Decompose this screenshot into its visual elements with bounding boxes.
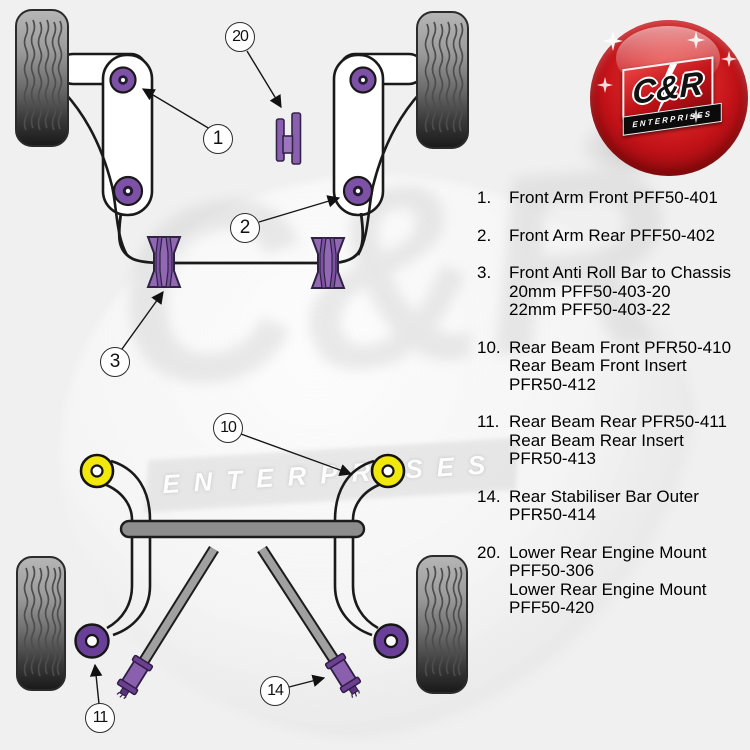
front-arm-front-bush-left <box>109 66 137 94</box>
part-description: Front Arm Front PFF50-401 <box>509 188 718 207</box>
part-description: PFF50-420 <box>509 598 595 617</box>
part-description: PFR50-412 <box>509 374 596 394</box>
front-arm-rear-bush-right <box>342 175 374 207</box>
callout-14: 14 <box>260 676 290 706</box>
part-description: Lower Rear Engine Mount <box>509 542 707 562</box>
part-description: PFR50-413 <box>509 449 596 468</box>
part-number: 3. <box>477 263 492 282</box>
parts-list-item: 2. Front Arm Rear PFF50-402 <box>477 225 749 246</box>
logo-name-text: C&R <box>632 63 704 111</box>
rear-beam-rear-bush-left <box>74 623 110 659</box>
company-logo: C&R ENTERPRISES <box>572 16 750 182</box>
callout-1: 1 <box>203 124 233 154</box>
front-suspension <box>56 52 426 289</box>
stabiliser-bar-outer-bush-left <box>110 654 154 705</box>
part-number: 11. <box>477 412 500 431</box>
part-number: 10. <box>477 337 501 357</box>
logo-badge-plate: C&R <box>622 56 714 120</box>
part-description: Rear Stabiliser Bar Outer <box>509 486 699 506</box>
rear-stabiliser-bar-right <box>257 545 345 673</box>
sparkle-icon <box>686 30 706 50</box>
front-arm-rear-bush-left <box>112 175 144 207</box>
part-description: Rear Beam Rear PFR50-411 <box>509 412 727 431</box>
sparkle-icon <box>603 31 623 51</box>
parts-list-item: 1. Front Arm Front PFF50-401 <box>477 188 749 208</box>
rear-beam-rear-bush-right <box>373 623 409 659</box>
parts-list-item: 20. Lower Rear Engine Mount PFF50-306 Lo… <box>477 542 749 618</box>
sparkle-icon <box>596 76 614 94</box>
parts-list-item: 3. Front Anti Roll Bar to Chassis 20mm P… <box>477 263 749 320</box>
engine-mount-bush <box>275 112 302 165</box>
rear-stabiliser-bar-left <box>134 545 219 673</box>
parts-list-item: 14. Rear Stabiliser Bar Outer PFR50-414 <box>477 486 749 525</box>
parts-list: 1. Front Arm Front PFF50-401 2. Front Ar… <box>477 188 749 637</box>
front-arm-front-bush-right <box>349 66 377 94</box>
part-description: PFR50-414 <box>509 505 596 524</box>
callout-2: 2 <box>230 213 260 243</box>
rear-beam-crossbar <box>119 519 366 539</box>
stabiliser-bar-outer-bush-right <box>324 652 368 703</box>
callout-11: 11 <box>85 703 115 733</box>
callout-leader-lines <box>89 50 353 705</box>
part-description: Rear Beam Rear Insert <box>509 430 684 450</box>
parts-list-item: 10. Rear Beam Front PFR50-410 Rear Beam … <box>477 337 749 395</box>
tire-rear-left <box>16 556 66 691</box>
part-description: Lower Rear Engine Mount <box>509 579 707 599</box>
part-description: PFF50-306 <box>509 561 595 580</box>
part-number: 14. <box>477 486 501 506</box>
part-description: 20mm PFF50-403-20 <box>509 281 671 301</box>
sparkle-icon <box>688 108 704 124</box>
callout-3: 3 <box>100 347 130 377</box>
logo-badge: C&R ENTERPRISES <box>615 56 723 136</box>
part-number: 2. <box>477 225 492 245</box>
part-number: 20. <box>477 542 501 562</box>
tire-rear-right <box>416 555 468 694</box>
tire-front-left <box>15 9 69 147</box>
part-description: Front Arm Rear PFF50-402 <box>509 225 715 245</box>
part-description: Rear Beam Front PFR50-410 <box>509 337 732 357</box>
tire-front-right <box>416 11 469 149</box>
parts-list-item: 11. Rear Beam Rear PFR50-411 Rear Beam R… <box>477 412 749 469</box>
part-description: Front Anti Roll Bar to Chassis <box>509 263 732 282</box>
part-description: 22mm PFF50-403-22 <box>509 300 671 319</box>
rear-beam-front-bush-right <box>370 453 406 489</box>
lightning-bolt-icon <box>655 58 680 117</box>
callout-10: 10 <box>213 413 243 443</box>
part-description: Rear Beam Front Insert <box>509 356 687 375</box>
callout-20: 20 <box>225 22 255 52</box>
rear-suspension <box>74 453 409 705</box>
part-number: 1. <box>477 188 492 207</box>
rear-beam-front-bush-left <box>79 453 115 489</box>
sparkle-icon <box>720 50 738 68</box>
anti-roll-bar <box>117 212 365 265</box>
